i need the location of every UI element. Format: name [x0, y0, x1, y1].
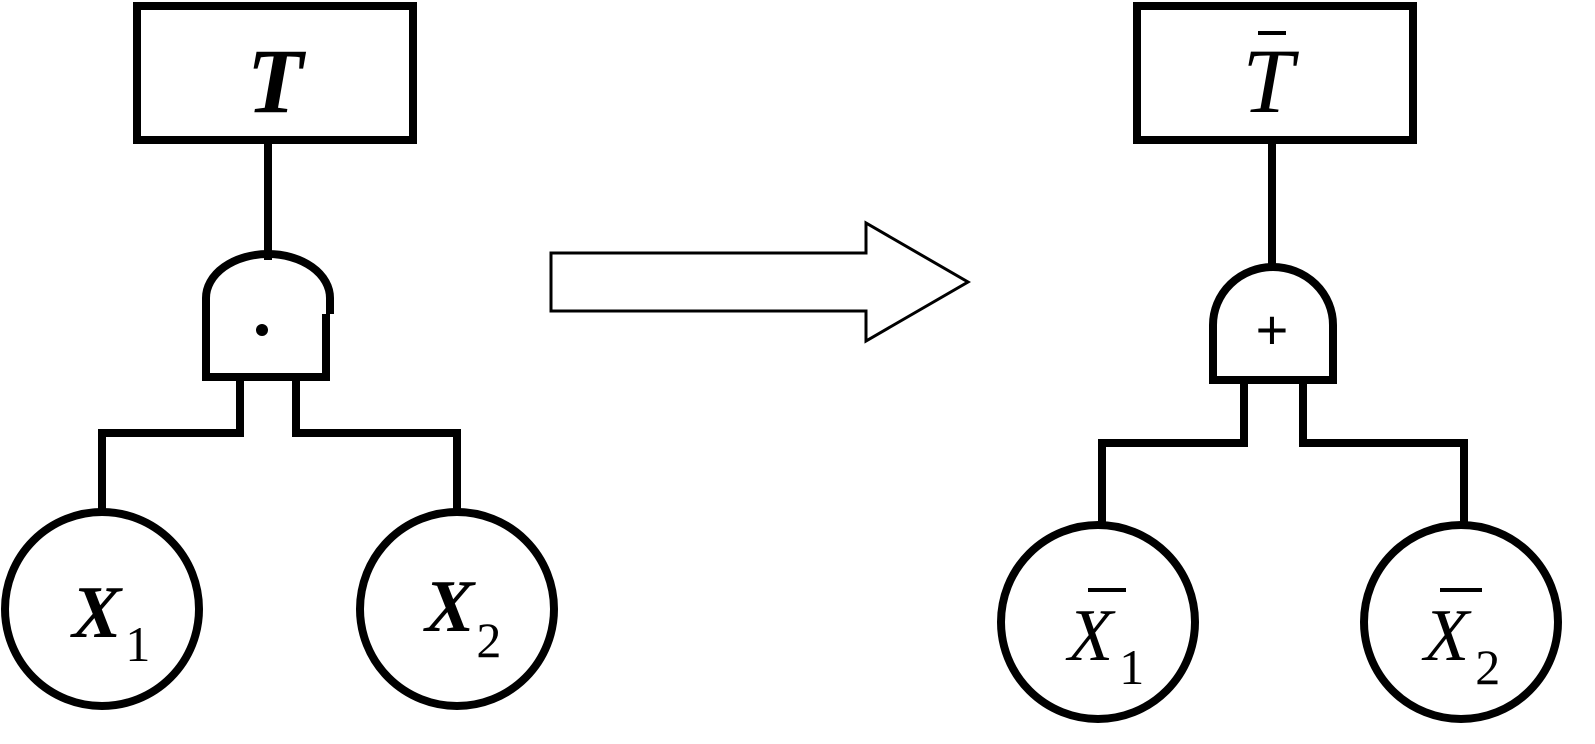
right-branch-2 [1299, 376, 1468, 527]
left-basic-event-2 [356, 508, 558, 710]
left-basic-event-1 [1, 508, 203, 710]
left-event-1-name: X [70, 572, 123, 654]
left-top-event-box [133, 2, 417, 144]
and-dot-symbol [256, 324, 268, 336]
left-branch-2 [292, 373, 461, 518]
right-event-1-sub: 1 [1119, 639, 1144, 695]
left-event-1-label: X1 [70, 572, 150, 672]
left-and-gate [202, 250, 334, 381]
left-event-2-label: X2 [423, 566, 501, 668]
right-or-gate: + [1209, 263, 1337, 384]
left-branch-1 [98, 373, 244, 518]
transform-arrow [549, 220, 971, 344]
left-event-1-sub: 1 [125, 616, 150, 672]
right-top-event-label: T [1242, 30, 1299, 132]
right-event-2-sub: 2 [1475, 639, 1500, 695]
right-top-event-box [1133, 2, 1417, 144]
right-branch-1 [1098, 376, 1248, 527]
left-event-2-sub: 2 [476, 612, 501, 668]
left-event-2-name: X [423, 566, 476, 648]
right-basic-event-1 [997, 521, 1199, 723]
or-plus-symbol: + [1256, 298, 1289, 361]
right-event-1-name: X [1065, 595, 1116, 677]
right-basic-event-2 [1360, 521, 1562, 723]
left-fault-tree: T X1 X2 [1, 2, 558, 710]
left-top-event-label: T [247, 30, 307, 132]
right-event-2-name: X [1421, 595, 1472, 677]
